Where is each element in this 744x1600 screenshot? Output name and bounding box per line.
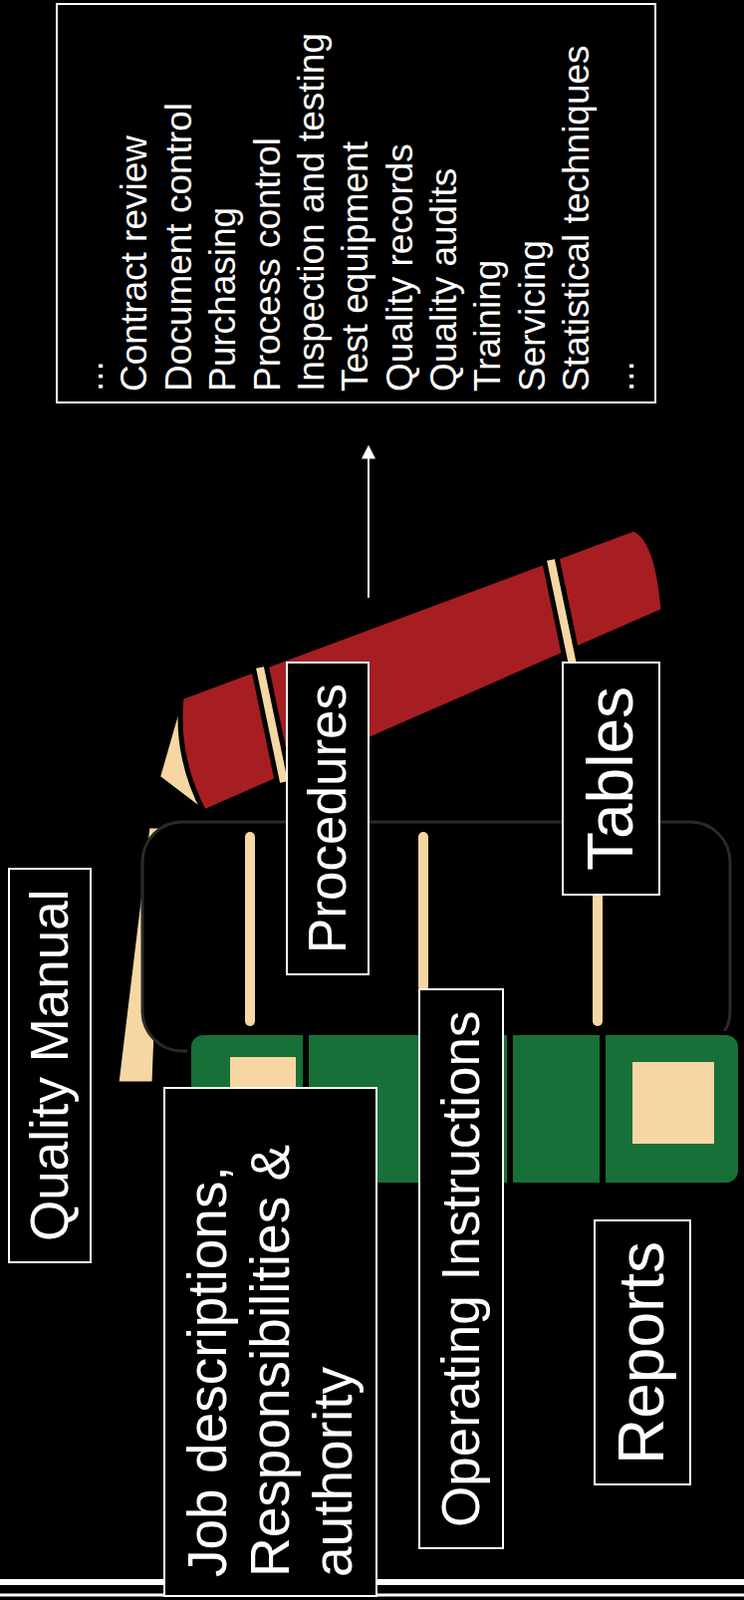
tables-box: Tables — [561, 661, 661, 896]
box-label: Quality Manual — [19, 889, 81, 1242]
book-band — [592, 896, 603, 1021]
list-item: Quality audits — [422, 168, 467, 392]
box-label: Reports — [605, 1240, 680, 1464]
book-band — [550, 559, 575, 675]
book-band — [245, 836, 255, 1021]
instructions-box: Operating Instructions — [418, 988, 504, 1549]
book-band — [599, 1032, 606, 1185]
quality-manual-box: Quality Manual — [7, 867, 92, 1263]
arrow-connector — [367, 446, 370, 598]
reports-box: Reports — [593, 1219, 692, 1486]
book-band — [418, 836, 429, 987]
rotated-text-area: Operating Instructions — [420, 990, 502, 1547]
procedure-list-box: ...Contract reviewDocument controlPurcha… — [55, 2, 657, 404]
job-description-box: Job descriptions, Responsibilities & aut… — [163, 1086, 378, 1597]
rotated-text-area: Quality Manual — [9, 869, 90, 1261]
book-band — [550, 559, 575, 675]
rotated-text-area: Tables — [563, 663, 659, 894]
book-band — [259, 667, 284, 782]
rotated-text-area: Procedures — [287, 663, 368, 974]
list-item: Document control — [157, 102, 202, 392]
list-item: Inspection and testing — [289, 32, 334, 392]
rotated-text-area: ...Contract reviewDocument controlPurcha… — [57, 4, 655, 402]
rotated-text-area: Job descriptions, Responsibilities & aut… — [165, 1088, 376, 1595]
box-label: Procedures — [297, 683, 359, 954]
list-item: ... — [599, 360, 644, 392]
book-label — [230, 1056, 296, 1087]
book-band — [259, 667, 284, 782]
list-item: Servicing — [510, 240, 555, 392]
list-item: Training — [466, 259, 510, 392]
list-item: Quality records — [378, 143, 423, 392]
book-label — [632, 1061, 715, 1144]
list-item: Test equipment — [333, 141, 378, 392]
box-label: Tables — [574, 686, 649, 871]
box-label: Job descriptions, Responsibilities & aut… — [176, 1092, 366, 1577]
list-item: Contract review — [112, 135, 157, 392]
list-item: Purchasing — [201, 207, 246, 392]
list-item: Process control — [246, 137, 290, 392]
rotated-text-area: Reports — [595, 1221, 690, 1484]
procedures-box: Procedures — [285, 661, 370, 976]
list-item: Statistical techniques — [554, 44, 599, 392]
list-item: ... — [68, 360, 113, 392]
book-band — [506, 1032, 513, 1185]
box-label: Operating Instructions — [431, 1009, 493, 1526]
